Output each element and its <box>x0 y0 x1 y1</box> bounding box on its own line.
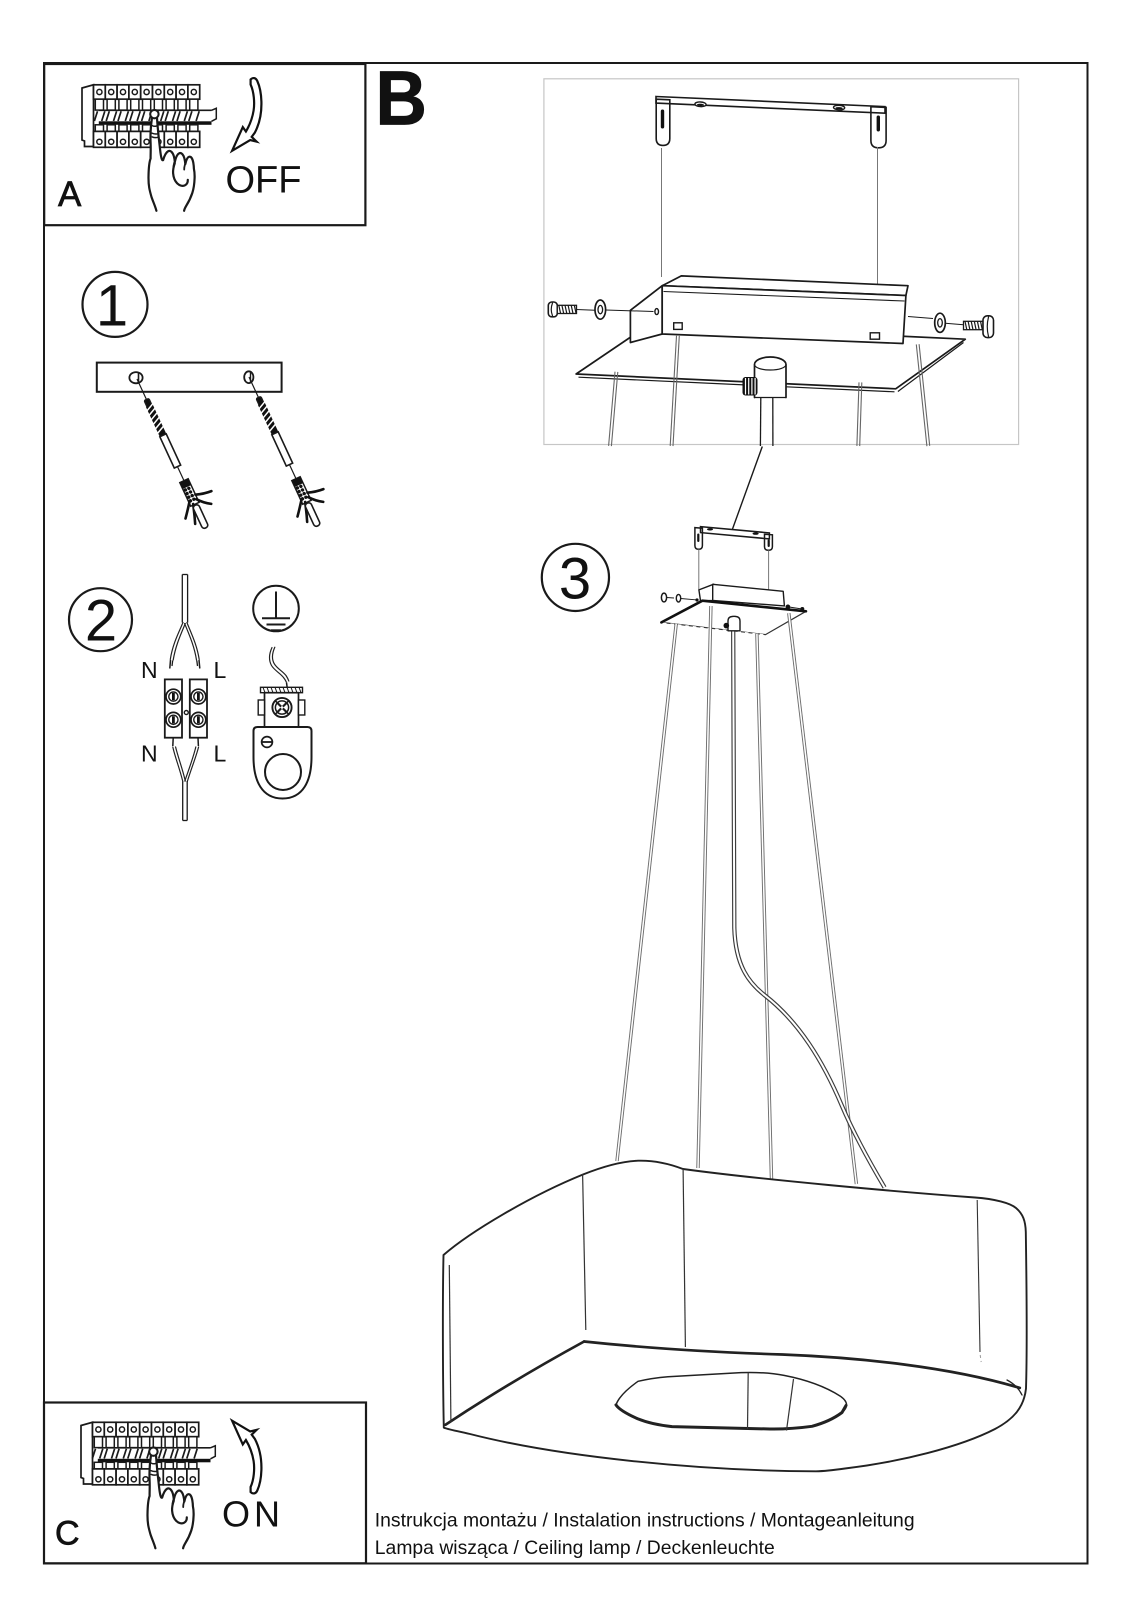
svg-text:L: L <box>214 657 227 683</box>
svg-text:ON: ON <box>222 1494 284 1535</box>
svg-text:L: L <box>214 741 227 767</box>
svg-text:N: N <box>141 657 158 683</box>
svg-text:B: B <box>376 55 427 141</box>
svg-text:Lampa wisząca / Ceiling lamp /: Lampa wisząca / Ceiling lamp / Deckenleu… <box>375 1537 775 1559</box>
svg-text:1: 1 <box>96 274 128 339</box>
svg-text:OFF: OFF <box>226 160 302 202</box>
svg-text:C: C <box>55 1515 80 1553</box>
svg-text:A: A <box>58 175 82 214</box>
svg-text:2: 2 <box>85 589 117 654</box>
svg-text:3: 3 <box>559 547 591 612</box>
svg-text:N: N <box>141 741 158 767</box>
svg-text:Instrukcja montażu / Instalati: Instrukcja montażu / Instalation instruc… <box>375 1510 915 1532</box>
